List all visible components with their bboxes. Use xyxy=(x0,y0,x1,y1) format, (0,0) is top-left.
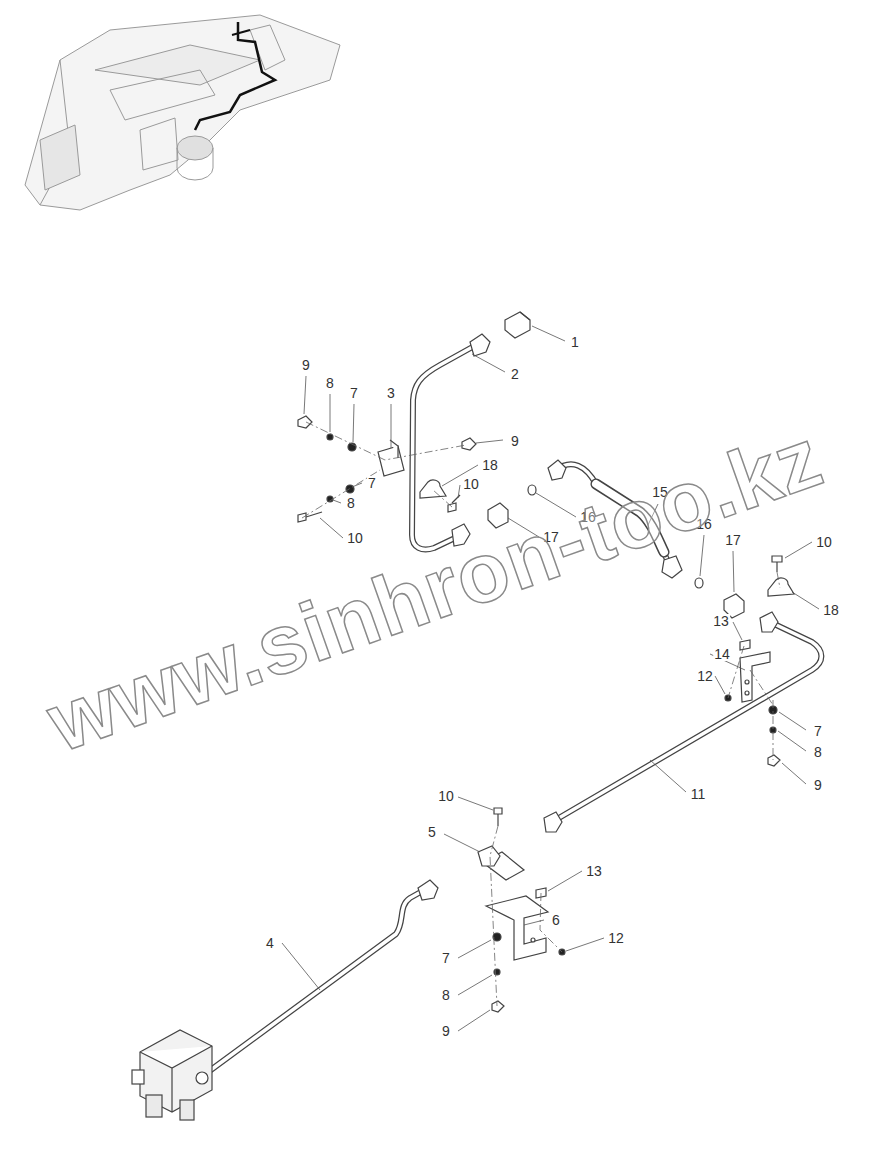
callout-number: 17 xyxy=(542,530,560,544)
callout-number: 5 xyxy=(427,825,437,839)
callout-number: 13 xyxy=(712,614,730,628)
callout-number: 10 xyxy=(437,789,455,803)
callout-number: 3 xyxy=(386,386,396,400)
callout-number: 18 xyxy=(481,458,499,472)
callout-number: 7 xyxy=(813,724,823,738)
callout-number: 16 xyxy=(579,510,597,524)
callout-number: 8 xyxy=(441,988,451,1002)
callout-number: 13 xyxy=(585,864,603,878)
callout-number: 12 xyxy=(696,669,714,683)
callout-number: 4 xyxy=(265,936,275,950)
callout-number: 7 xyxy=(349,386,359,400)
callout-number: 7 xyxy=(367,476,377,490)
callout-number: 2 xyxy=(510,367,520,381)
callout-number: 15 xyxy=(651,485,669,499)
callout-number: 8 xyxy=(813,745,823,759)
callout-number: 12 xyxy=(607,931,625,945)
callout-number: 7 xyxy=(441,951,451,965)
callout-number: 10 xyxy=(815,535,833,549)
callout-number: 10 xyxy=(346,531,364,545)
callout-number: 6 xyxy=(551,913,561,927)
callout-number: 8 xyxy=(346,496,356,510)
callout-number: 14 xyxy=(713,647,731,661)
callout-number: 9 xyxy=(441,1024,451,1038)
callout-number: 9 xyxy=(813,778,823,792)
callout-number: 9 xyxy=(510,434,520,448)
callout-number: 8 xyxy=(325,376,335,390)
callout-number: 11 xyxy=(690,787,707,801)
callout-number: 9 xyxy=(301,358,311,372)
watermark-text: www.sinhron-too.kz xyxy=(36,409,835,772)
callout-number: 16 xyxy=(695,517,713,531)
callout-number: 10 xyxy=(462,477,480,491)
callout-number: 17 xyxy=(724,533,742,547)
callout-number: 18 xyxy=(822,603,840,617)
callout-number: 1 xyxy=(570,335,580,349)
